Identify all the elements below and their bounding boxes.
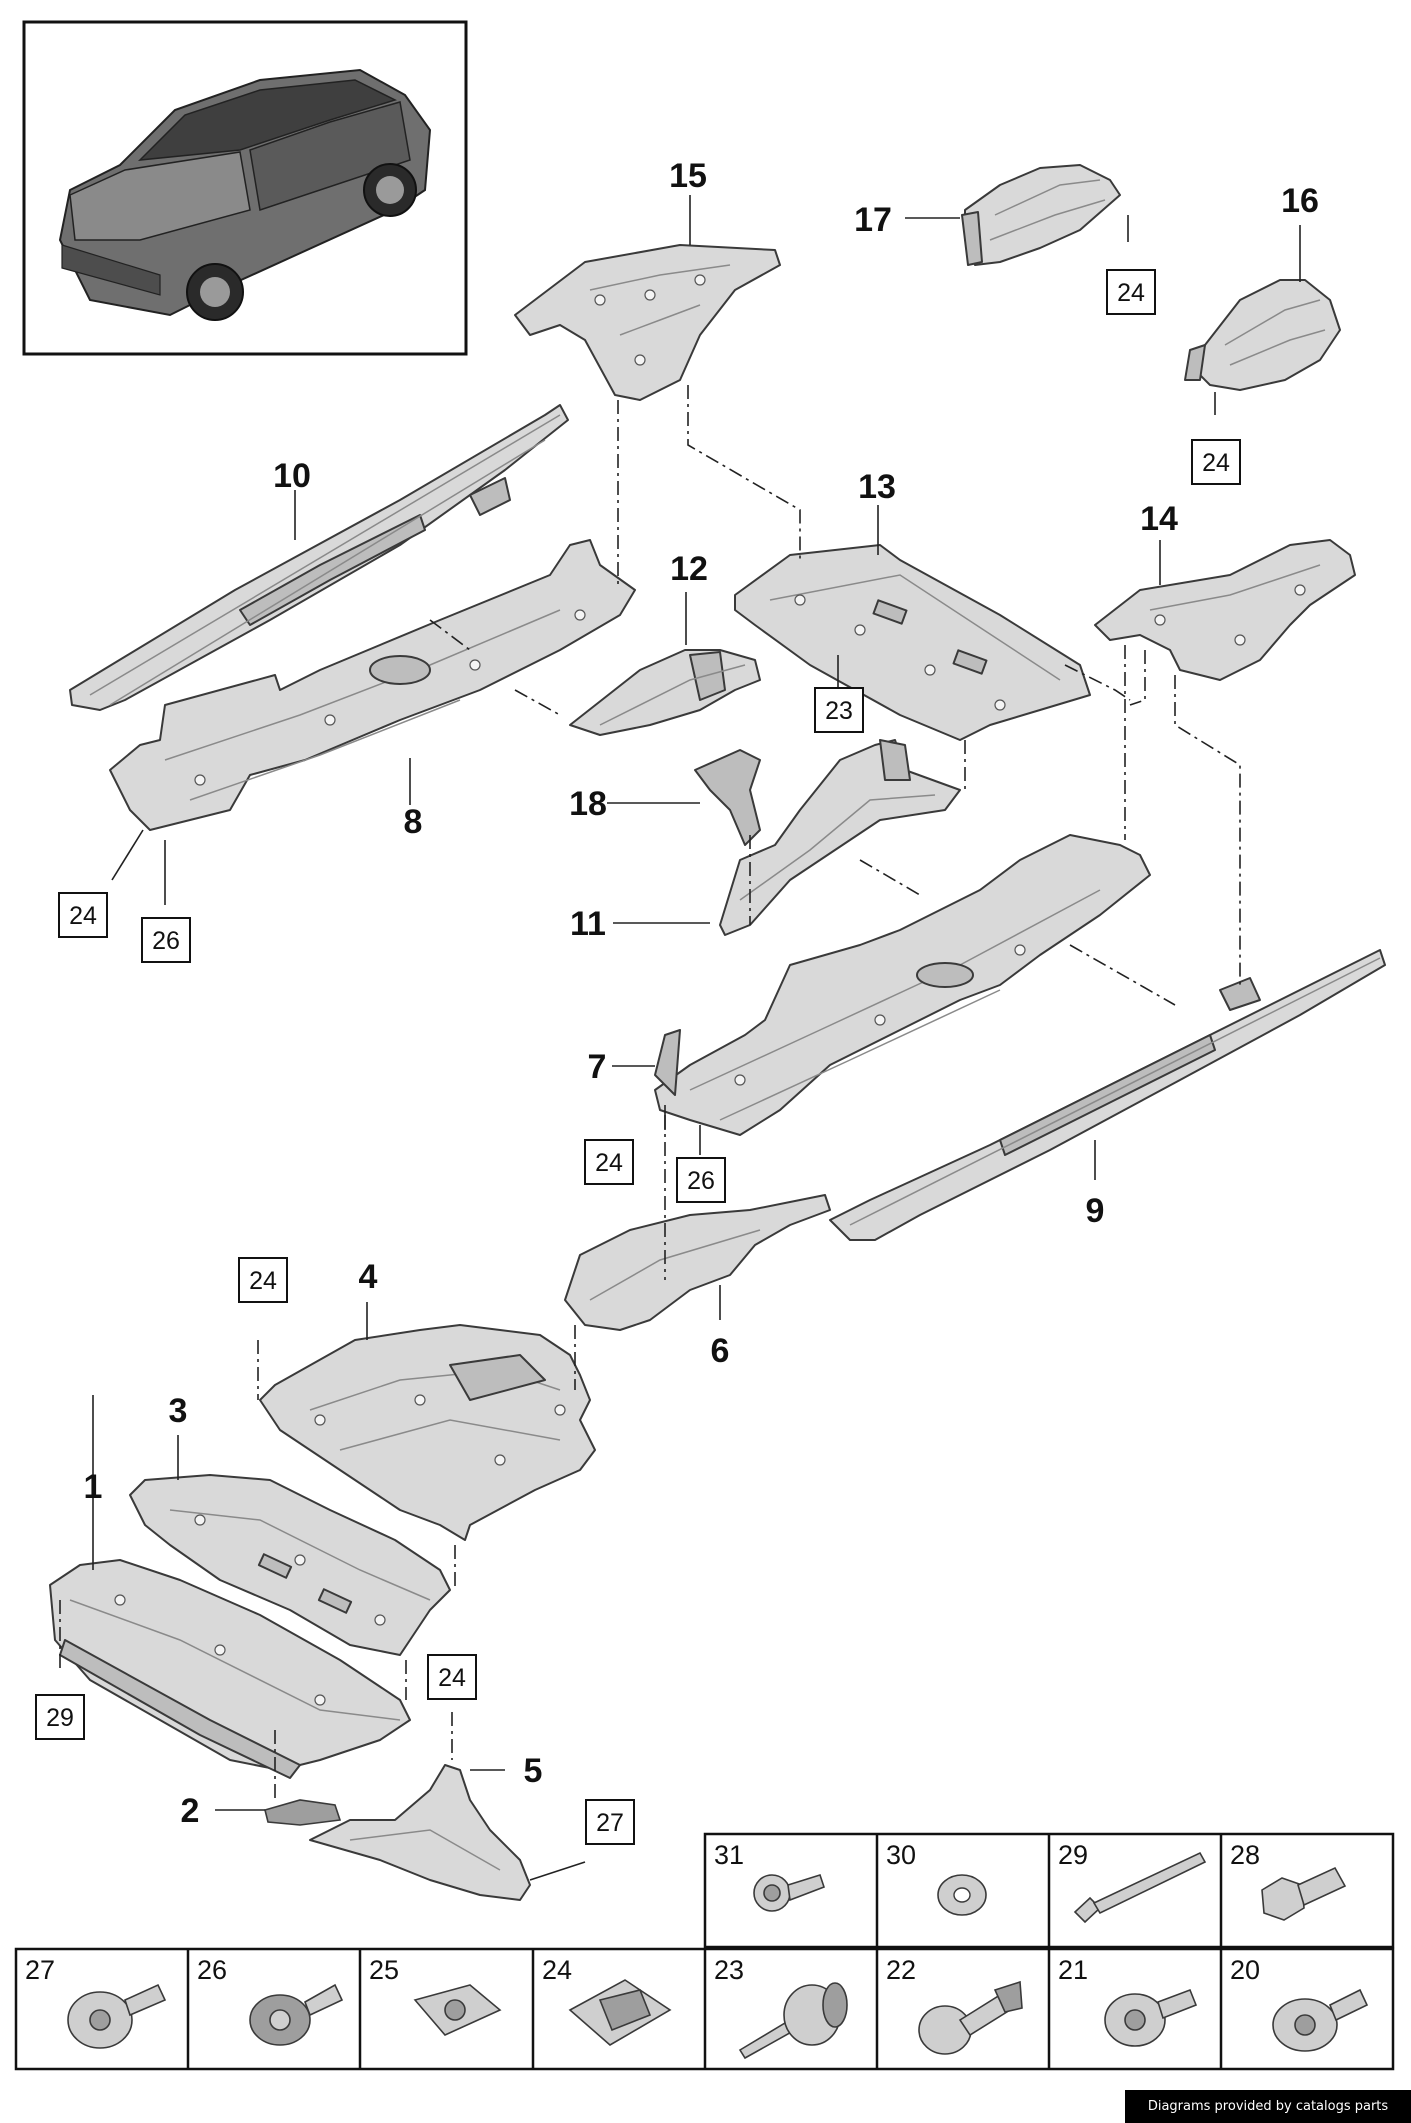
vehicle-thumbnail	[22, 20, 468, 356]
hardware-29-long-bolt	[1073, 1851, 1207, 1924]
cell-label-30: 30	[886, 1840, 916, 1870]
callout-7: 7	[588, 1048, 607, 1086]
cell-label-22: 22	[886, 1955, 916, 1985]
ref-box-26-part-8: 26	[141, 917, 191, 963]
part-9-side-panel	[829, 949, 1386, 1241]
hardware-table: 31 30 29 28 27 26 25 24 23 22 21 20	[14, 1832, 1395, 2071]
cell-label-25: 25	[369, 1955, 399, 1985]
ref-box-26-part-7: 26	[676, 1157, 726, 1203]
cell-label-21: 21	[1058, 1955, 1088, 1985]
ref-box-24-part-5: 24	[427, 1654, 477, 1700]
part-7-floor-panel	[654, 834, 1151, 1136]
hardware-23-expansion-rivet	[738, 1982, 848, 2060]
suv-illustration	[58, 68, 432, 321]
ref-box-23-part-13: 23	[814, 687, 864, 733]
ref-box-24-part-4-label: 24	[249, 1267, 277, 1295]
ref-box-24-part-8-label: 24	[69, 902, 97, 930]
hardware-24-spring-clip	[568, 1979, 672, 2046]
part-4-engine-shield	[259, 1324, 596, 1541]
ref-box-29-part-1-label: 29	[46, 1704, 74, 1732]
ref-box-27-part-5-label: 27	[596, 1809, 624, 1837]
callout-1: 1	[84, 1468, 103, 1506]
callout-13: 13	[858, 468, 896, 506]
callout-15: 15	[669, 157, 707, 195]
part-10-side-panel	[69, 404, 569, 711]
cell-label-24: 24	[542, 1955, 572, 1985]
ref-box-24-part-17-label: 24	[1117, 279, 1145, 307]
callout-8: 8	[404, 803, 423, 841]
hardware-21-torx-bolt	[1104, 1988, 1198, 2047]
callout-11: 11	[570, 905, 606, 943]
hardware-25-clip-nut	[413, 1984, 502, 2036]
callout-6: 6	[711, 1332, 730, 1370]
boxed-references: 24 24 23 24 26 24 26 24	[35, 269, 1241, 1845]
cell-label-27: 27	[25, 1955, 55, 1985]
ref-box-27-part-5: 27	[585, 1799, 635, 1845]
ref-box-24-part-5-label: 24	[438, 1664, 466, 1692]
cell-label-26: 26	[197, 1955, 227, 1985]
ref-box-24-part-16: 24	[1191, 439, 1241, 485]
part-2-clip	[264, 1799, 342, 1826]
ref-box-26-part-8-label: 26	[152, 927, 180, 955]
callout-2: 2	[181, 1792, 200, 1830]
callout-3: 3	[169, 1392, 188, 1430]
ref-box-24-part-17: 24	[1106, 269, 1156, 315]
hardware-30-washer	[937, 1874, 987, 1916]
part-5-corner-panel	[309, 1764, 531, 1901]
ref-box-23-part-13-label: 23	[825, 697, 853, 725]
part-8-floor-panel	[109, 539, 636, 831]
callout-9: 9	[1086, 1192, 1105, 1230]
hardware-22-push-rivet	[918, 1980, 1023, 2055]
cell-label-20: 20	[1230, 1955, 1260, 1985]
hardware-20-flange-screw	[1272, 1988, 1369, 2052]
alignment-lines	[59, 385, 1241, 1800]
callout-18: 18	[569, 785, 607, 823]
callout-5: 5	[524, 1752, 543, 1790]
cell-label-29: 29	[1058, 1840, 1088, 1870]
cell-label-31: 31	[714, 1840, 744, 1870]
ref-box-24-part-8: 24	[58, 892, 108, 938]
part-16-bracket	[1184, 279, 1341, 391]
hardware-27-screw	[67, 1983, 167, 2049]
hardware-31-bolt	[753, 1874, 826, 1912]
ref-box-24-part-4: 24	[238, 1257, 288, 1303]
cell-label-28: 28	[1230, 1840, 1260, 1870]
ref-box-24-part-7-label: 24	[595, 1149, 623, 1177]
part-13-center-panel	[734, 544, 1091, 741]
part-18-bracket	[694, 749, 761, 846]
part-1-front-panel	[49, 1559, 411, 1779]
diagram-credit-badge: Diagrams provided by catalogs parts	[1125, 2090, 1411, 2123]
callout-16: 16	[1281, 182, 1319, 220]
callout-17: 17	[854, 201, 892, 239]
callout-12: 12	[670, 550, 708, 588]
part-3-shield	[129, 1474, 451, 1656]
part-17-bracket	[961, 164, 1121, 266]
part-15-shield	[514, 244, 781, 401]
callout-14: 14	[1140, 500, 1178, 538]
part-14-shield	[1094, 539, 1356, 681]
ref-box-29-part-1: 29	[35, 1694, 85, 1740]
part-11-side-panel	[719, 739, 961, 936]
ref-box-24-part-7: 24	[584, 1139, 634, 1185]
ref-box-24-part-16-label: 24	[1202, 449, 1230, 477]
callout-10: 10	[273, 457, 311, 495]
cell-label-23: 23	[714, 1955, 744, 1985]
callout-4: 4	[359, 1258, 378, 1296]
callout-numbers: 1 2 3 4 5 6 7 8 9 10 11 12 13 14 15 16 1…	[84, 157, 1319, 1830]
hardware-26-screw	[249, 1983, 344, 2046]
part-12-bracket	[569, 649, 761, 736]
part-6-bracket	[564, 1194, 831, 1331]
hardware-28-hex-bolt	[1261, 1866, 1347, 1921]
ref-box-26-part-7-label: 26	[687, 1167, 715, 1195]
leader-lines	[92, 195, 1301, 1881]
